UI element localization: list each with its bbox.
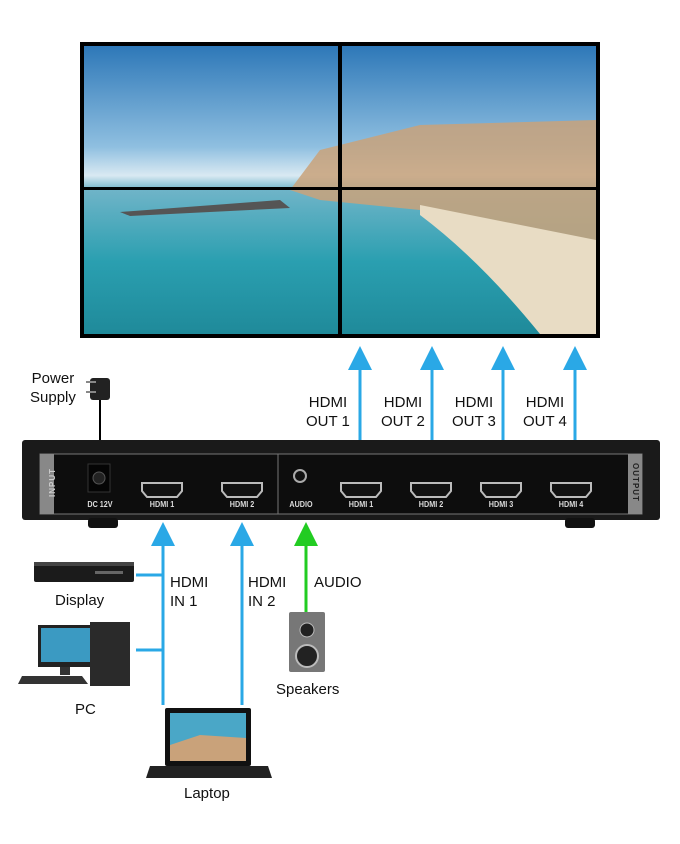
display-player-icon <box>34 562 134 582</box>
port-hdmi-in-1: HDMI 1 <box>149 500 175 509</box>
matrix-device <box>22 440 660 528</box>
port-dc12v: DC 12V <box>87 500 113 509</box>
port-hdmi-out-2: HDMI 2 <box>418 500 444 509</box>
audio-in-label: AUDIO <box>314 574 362 591</box>
pier <box>120 200 290 216</box>
port-hdmi-out-1: HDMI 1 <box>348 500 374 509</box>
output-panel-label: OUTPUT <box>630 463 640 502</box>
pc-label: PC <box>75 701 96 718</box>
laptop-label: Laptop <box>184 785 230 802</box>
speaker-icon <box>289 612 325 672</box>
speakers-label: Speakers <box>276 681 340 698</box>
port-hdmi-out-4: HDMI 4 <box>558 500 584 509</box>
beach <box>420 205 596 334</box>
laptop-icon <box>146 708 272 778</box>
input-arrows <box>136 522 318 705</box>
port-hdmi-out-3: HDMI 3 <box>488 500 514 509</box>
video-wall <box>80 42 600 338</box>
display-label: Display <box>55 592 105 609</box>
port-hdmi-in-2: HDMI 2 <box>229 500 255 509</box>
input-panel-label: INPUT <box>48 468 57 497</box>
pc-icon <box>18 622 130 686</box>
port-audio: AUDIO <box>289 500 313 509</box>
